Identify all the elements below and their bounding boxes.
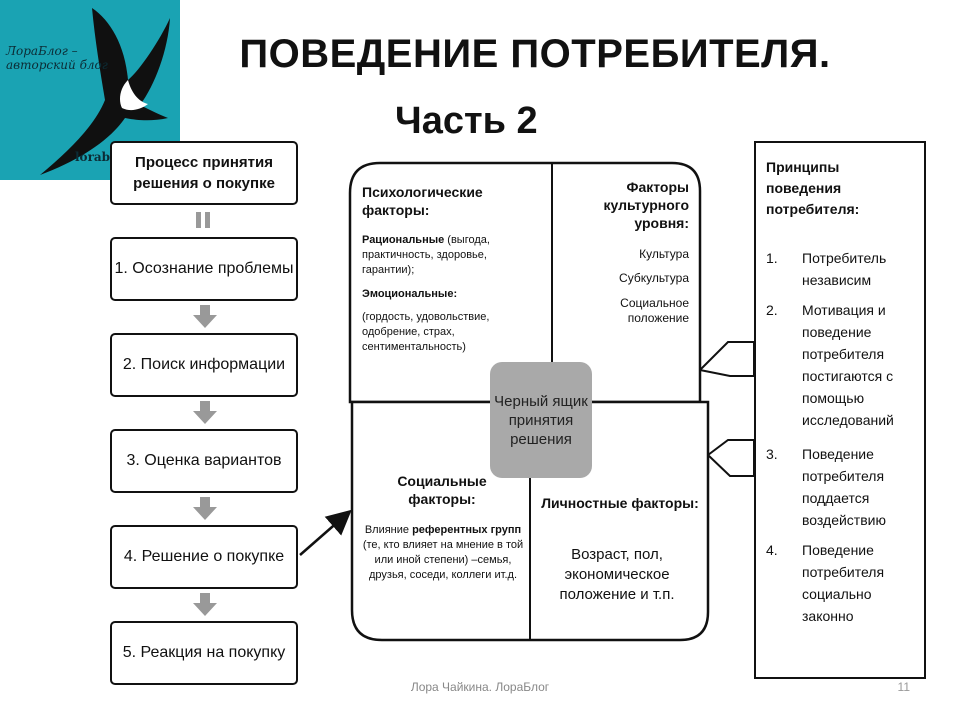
principle-num: 3. xyxy=(766,446,778,462)
social-text-pre: Влияние xyxy=(364,524,413,536)
flow-header-box: Процесс принятия решения о покупке xyxy=(110,141,298,205)
cultural-item-2: Субкультура xyxy=(619,271,689,285)
black-box-text: Черный ящик принятия решения xyxy=(494,392,588,448)
flow-step-4: 4. Решение о покупке xyxy=(110,525,298,589)
flow-header-text: Процесс принятия решения о покупке xyxy=(133,154,275,192)
arrow-down-icon xyxy=(193,497,217,520)
arrow-down-icon xyxy=(193,305,217,328)
psych-rational-label: Рациональные xyxy=(362,234,445,246)
flow-step-2: 2. Поиск информации xyxy=(110,333,298,397)
principles-box: Принципы поведения потребителя: 1. Потре… xyxy=(754,141,926,679)
flow-step-5: 5. Реакция на покупку xyxy=(110,621,298,685)
double-line-icon xyxy=(196,212,210,228)
page-title: ПОВЕДЕНИЕ ПОТРЕБИТЕЛЯ. xyxy=(239,32,831,76)
social-title: Социальные факторы: xyxy=(397,473,487,507)
page-number: 11 xyxy=(897,680,910,694)
cultural-title: Факторы культурного уровня: xyxy=(603,179,689,231)
principle-num: 1. xyxy=(766,250,778,266)
flow-step-5-text: 5. Реакция на покупку xyxy=(122,644,286,661)
principle-text: Поведение потребителя социально законно xyxy=(802,542,885,624)
flow-step-1: 1. Осознание проблемы xyxy=(110,237,298,301)
social-text-post: (те, кто влияет на мнение в той или иной… xyxy=(362,539,524,581)
cultural-item-1: Культура xyxy=(639,247,689,261)
personal-title: Личностные факторы: xyxy=(541,495,699,511)
cultural-item-3: Социальное положение xyxy=(620,296,689,325)
principles-title: Принципы поведения потребителя: xyxy=(766,159,860,217)
principle-text: Мотивация и поведение потребителя постиг… xyxy=(802,302,894,428)
flow-step-3-text: 3. Оценка вариантов xyxy=(126,452,282,469)
principle-text: Поведение потребителя поддается воздейст… xyxy=(802,446,886,528)
footer-text: Лора Чайкина. ЛораБлог xyxy=(410,680,550,694)
seagull-icon xyxy=(40,8,170,175)
arrow-down-icon xyxy=(193,593,217,616)
social-text: Влияние референтных групп (те, кто влияе… xyxy=(362,523,524,583)
psych-rational: Рациональные (выгода, практичность, здор… xyxy=(362,233,542,278)
flow-step-4-text: 4. Решение о покупке xyxy=(123,548,285,565)
logo-text: ЛораБлог – авторский блог xyxy=(6,44,108,72)
principle-num: 2. xyxy=(766,302,778,318)
logo-url: lorabl xyxy=(75,150,115,164)
flow-step-3: 3. Оценка вариантов xyxy=(110,429,298,493)
social-text-bold: референтных групп xyxy=(412,524,522,536)
psych-title: Психологические факторы: xyxy=(362,184,483,218)
psych-emotional-text: (гордость, удовольствие, одобрение, стра… xyxy=(362,311,490,353)
black-box-center: Черный ящик принятия решения xyxy=(490,362,592,478)
principle-num: 4. xyxy=(766,542,778,558)
psych-emotional-label: Эмоциональные: xyxy=(362,288,458,300)
psych-rational-text: (выгода, практичность, здоровье, гаранти… xyxy=(362,234,490,276)
blog-logo: ЛораБлог – авторский блог lorabl xyxy=(0,0,180,180)
page-subtitle: Часть 2 xyxy=(395,100,538,142)
flow-step-1-text: 1. Осознание проблемы xyxy=(114,260,294,277)
principle-text: Потребитель независим xyxy=(802,250,887,288)
personal-text: Возраст, пол, экономическое положение и … xyxy=(559,546,675,603)
arrow-down-icon xyxy=(193,401,217,424)
flow-step-2-text: 2. Поиск информации xyxy=(122,356,286,373)
